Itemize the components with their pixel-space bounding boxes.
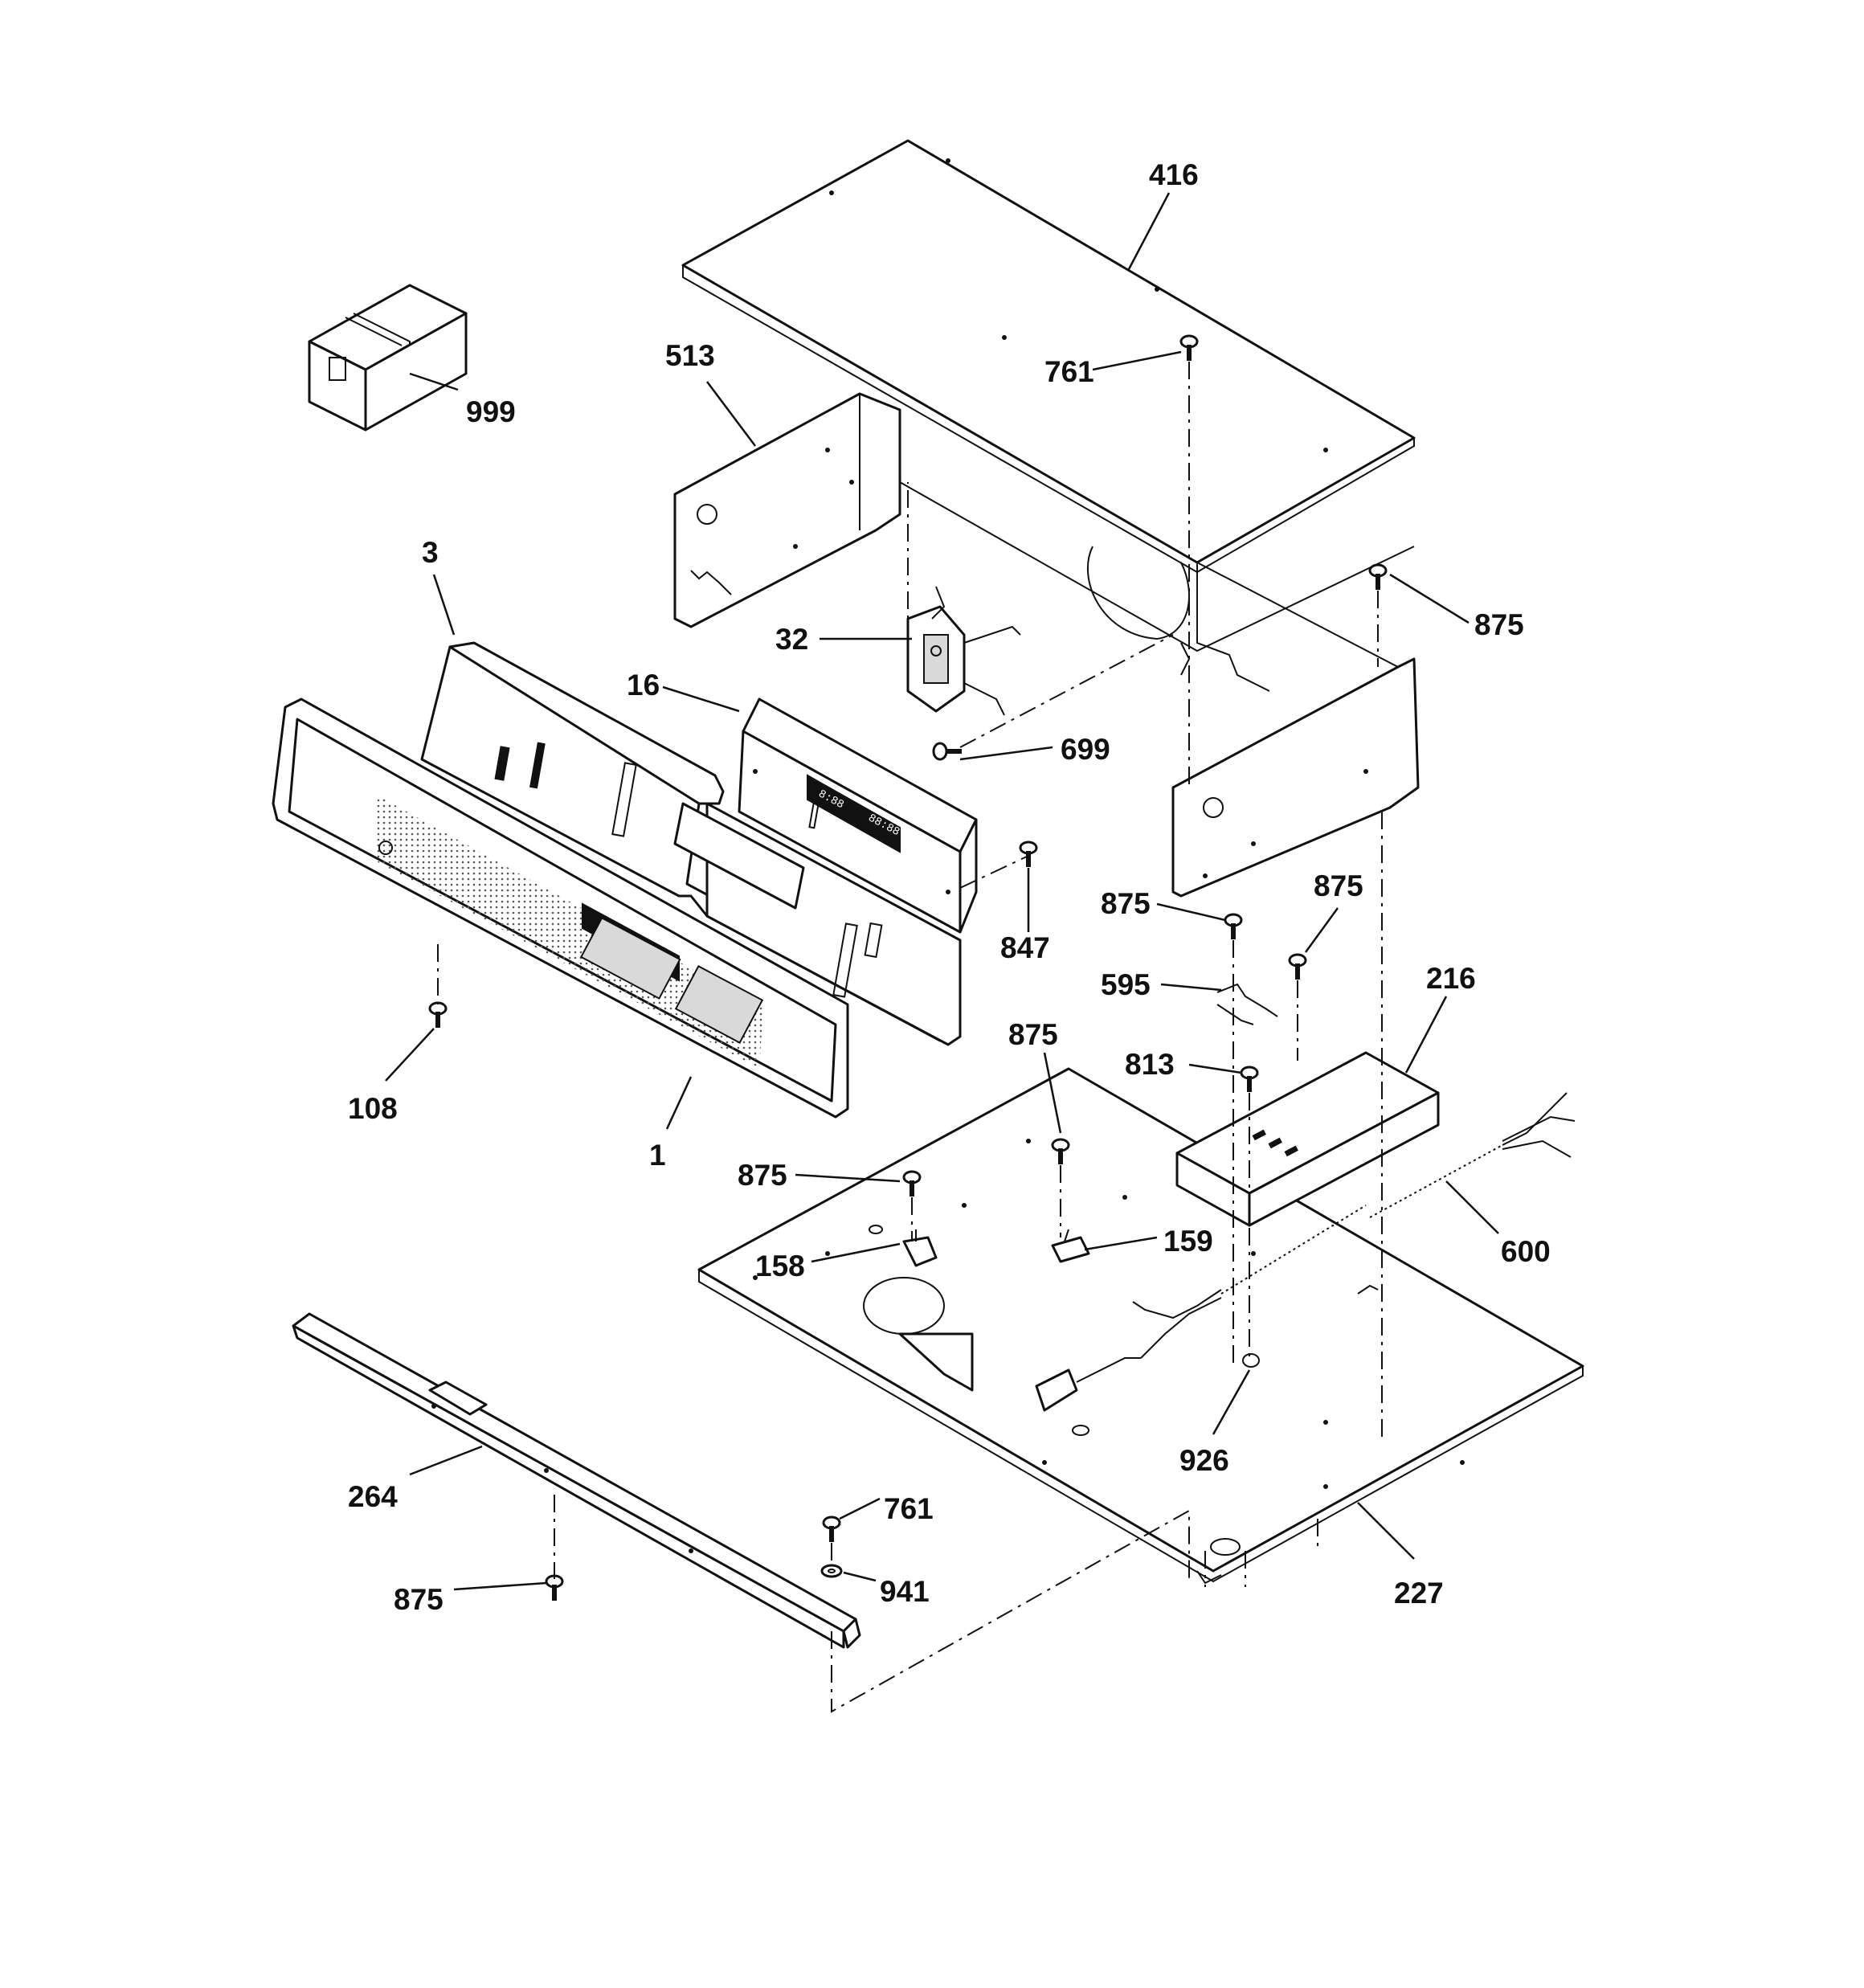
callout-941: 941 [880, 1575, 930, 1608]
base-plate [697, 1067, 1584, 1585]
leader-lines [385, 192, 1499, 1591]
screw-699 [932, 742, 962, 761]
callout-875: 875 [1101, 887, 1151, 920]
callout-159: 159 [1163, 1225, 1213, 1258]
screws [428, 334, 1388, 1601]
right-side-bracket [1171, 562, 1420, 898]
screw-875-mid-right [1288, 953, 1307, 980]
callout-108: 108 [348, 1092, 398, 1125]
parts-box [308, 284, 468, 432]
callout-216: 216 [1426, 962, 1476, 995]
callout-875: 875 [1474, 608, 1524, 641]
alignment-lines [437, 362, 1383, 1713]
callout-227: 227 [1394, 1577, 1444, 1610]
terminal-cover [1175, 1051, 1440, 1227]
control-panel-backing [420, 641, 962, 1046]
left-side-bracket [673, 392, 901, 628]
screw-761-rail [822, 1516, 841, 1542]
power-cord-conduit [1035, 1092, 1576, 1412]
thermal-switch-right [1051, 1229, 1090, 1263]
callout-600: 600 [1501, 1235, 1551, 1268]
callout-513: 513 [665, 339, 715, 372]
callout-1: 1 [649, 1139, 666, 1172]
screw-875-base-left [902, 1170, 922, 1196]
screw-761-top [1179, 334, 1199, 361]
screw-875-rail [545, 1574, 564, 1601]
control-panel-faceplate [272, 697, 849, 1119]
screw-875-mid-left [1224, 913, 1243, 939]
callout-875: 875 [1008, 1018, 1058, 1051]
callout-264: 264 [348, 1480, 398, 1513]
front-trim-rail [292, 1312, 861, 1649]
callout-813: 813 [1125, 1048, 1175, 1081]
callout-761: 761 [1044, 355, 1094, 388]
callout-32: 32 [775, 623, 808, 656]
electronic-control-board: 8:88 88:88 [738, 697, 978, 934]
latch-motor-assembly [906, 586, 1021, 716]
washer-941 [820, 1564, 843, 1578]
callout-699: 699 [1061, 733, 1110, 766]
screw-875-right-upper [1368, 563, 1388, 590]
callout-875: 875 [1314, 869, 1363, 902]
callout-labels: 416 513 761 999 3 32 875 16 699 847 875 … [348, 158, 1551, 1616]
callout-999: 999 [466, 395, 516, 428]
callout-875: 875 [394, 1583, 444, 1616]
callout-926: 926 [1179, 1444, 1229, 1477]
screw-847 [1019, 841, 1038, 867]
callout-416: 416 [1149, 158, 1199, 191]
conduit-clamp [1216, 983, 1278, 1025]
callout-847: 847 [1000, 931, 1050, 964]
callout-875: 875 [738, 1159, 787, 1192]
grommet [1242, 1353, 1260, 1368]
thermal-switch-left [902, 1229, 938, 1267]
callout-16: 16 [627, 669, 660, 702]
callout-3: 3 [422, 536, 439, 569]
screw-875-base-center [1051, 1138, 1070, 1164]
callout-595: 595 [1101, 968, 1151, 1001]
screw-813 [1240, 1066, 1259, 1092]
callout-158: 158 [755, 1250, 805, 1282]
callout-761: 761 [884, 1492, 934, 1525]
screw-108 [428, 1001, 448, 1028]
